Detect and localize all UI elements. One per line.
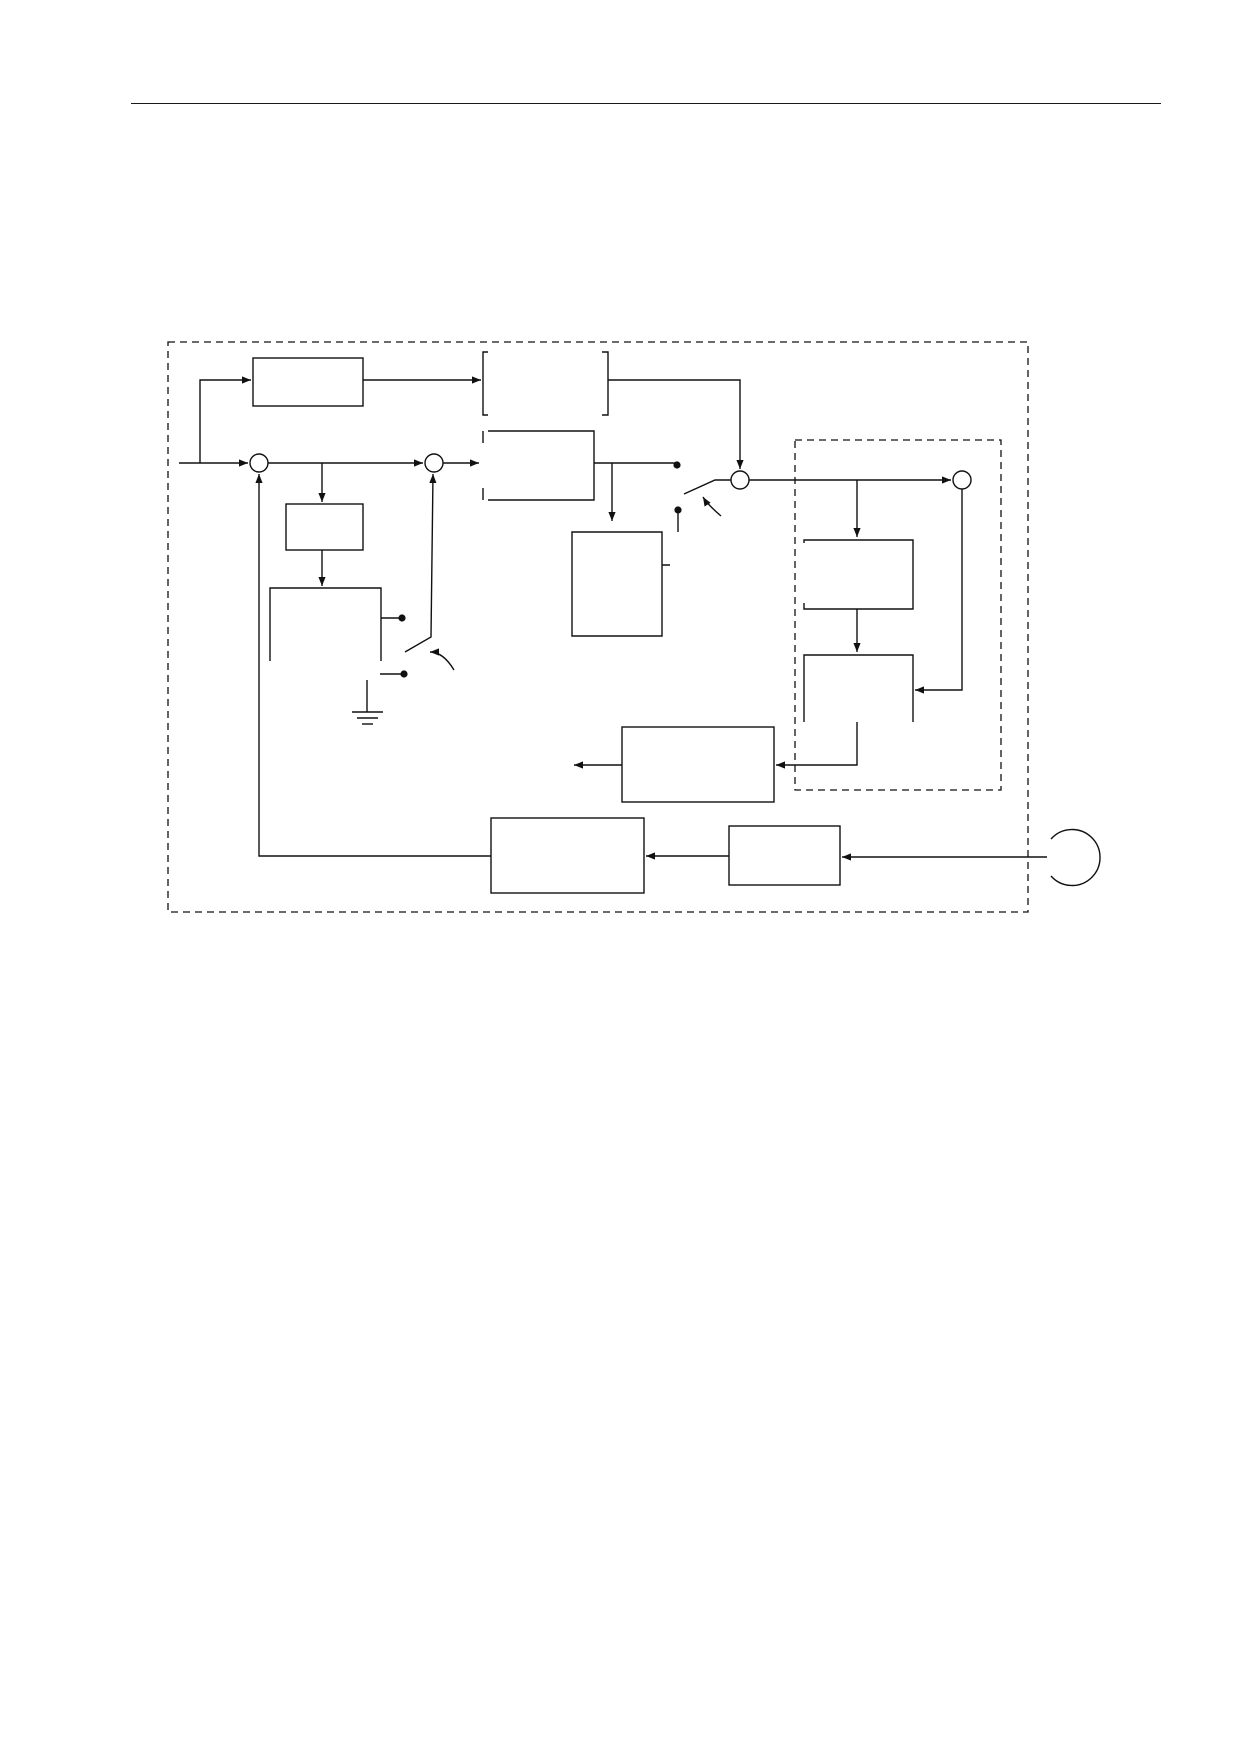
summing-junction-icon: [952, 470, 972, 490]
ground-icon: [352, 680, 383, 725]
switch-contact: [674, 506, 682, 514]
block-feedback-filter: [490, 817, 645, 894]
switch-contact: [400, 670, 408, 678]
switch-icon: [683, 479, 731, 495]
block-encoder-interface: [728, 825, 841, 886]
block-derivative: [285, 503, 364, 551]
wire-position-feedback: [255, 474, 491, 857]
switch-icon: [404, 473, 437, 653]
header-rule: [131, 103, 1161, 104]
summing-junction-icon: [424, 453, 444, 473]
block-speed-limit: [269, 587, 382, 661]
switch-contact: [398, 614, 406, 622]
switch-actuation-arrow: [702, 496, 722, 517]
summing-junction-icon: [730, 470, 750, 490]
controller-boundary: [167, 341, 1029, 913]
block-current-limit: [803, 654, 914, 722]
block-position-regulator: [482, 430, 595, 501]
wire-feedforward-branch: [199, 376, 251, 463]
summing-junction-icon: [249, 453, 269, 473]
block-feedforward: [252, 357, 364, 407]
wire-current-feedback: [915, 489, 963, 694]
block-feedforward-gain: [482, 351, 609, 416]
wire-gain-to-junction: [608, 379, 744, 469]
switch-actuation-arrow: [429, 648, 455, 671]
block-pwm-output: [621, 726, 775, 803]
switch-contact: [673, 461, 681, 469]
block-speed-regulator: [571, 531, 670, 637]
inner-loop-boundary: [794, 439, 1002, 791]
block-current-regulator: [803, 539, 914, 610]
wire-to-pwm: [776, 722, 858, 769]
motor-icon: [1050, 828, 1101, 887]
